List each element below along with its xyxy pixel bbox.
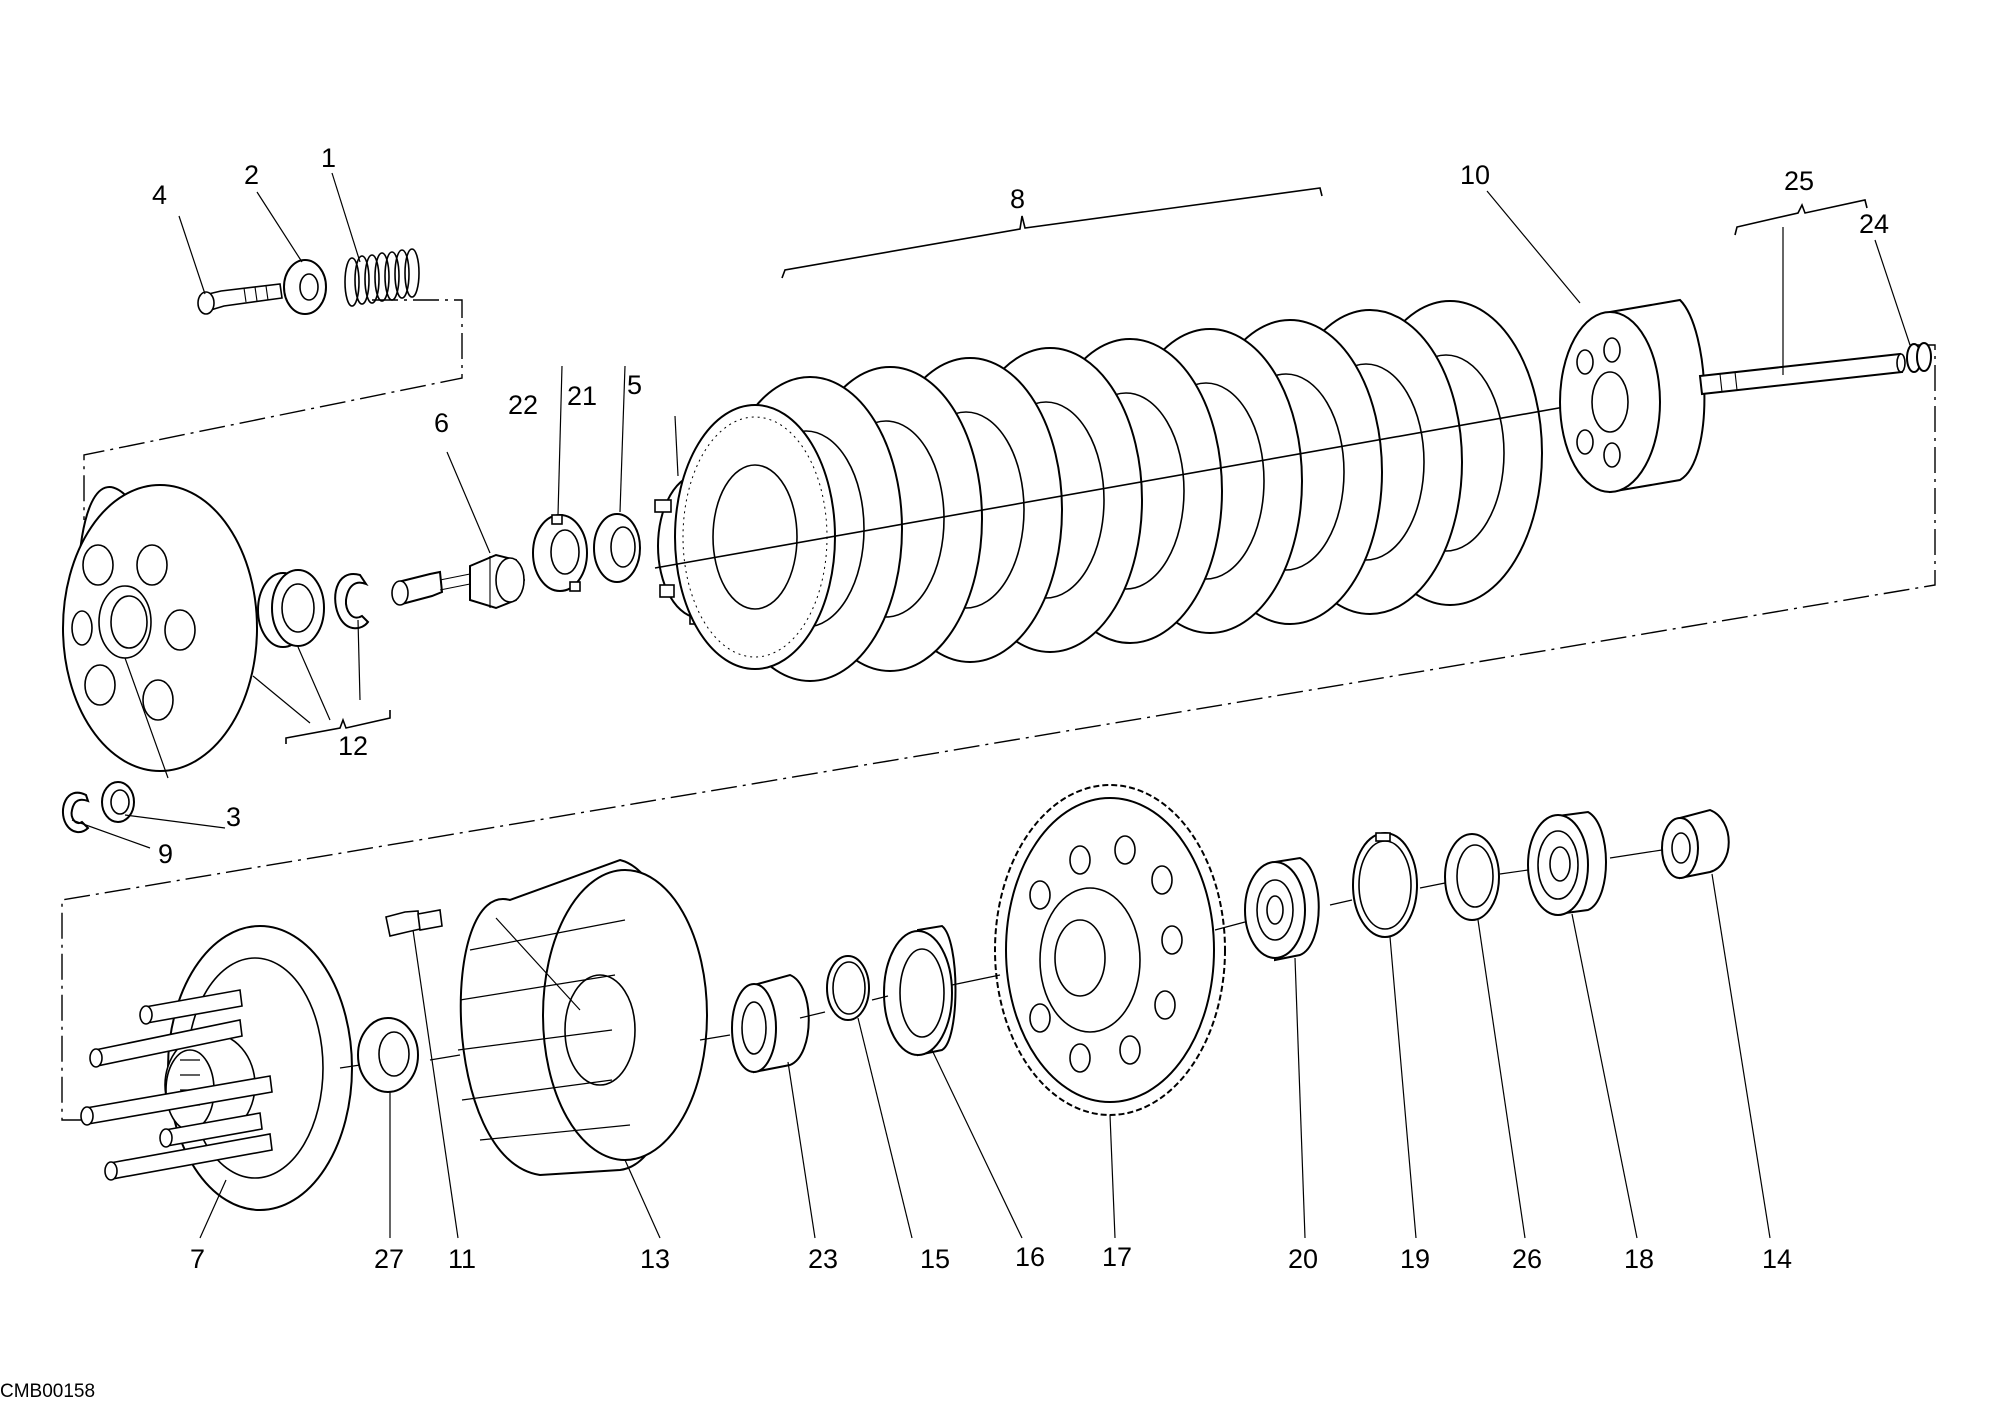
part-7-drum-hub[interactable] xyxy=(80,925,353,1211)
part-22-lock-washer[interactable] xyxy=(532,514,588,592)
part-20-bearing[interactable] xyxy=(1244,856,1320,962)
part-9-circlip[interactable] xyxy=(61,791,90,834)
cover-bearing[interactable] xyxy=(257,569,325,648)
cover-circlip[interactable] xyxy=(334,573,370,630)
callout-20: 20 xyxy=(1288,1244,1318,1274)
part-6-pushrod[interactable] xyxy=(391,553,526,610)
callout-14: 14 xyxy=(1762,1244,1792,1274)
callout-5: 5 xyxy=(627,370,642,400)
part-27-washer[interactable] xyxy=(357,1017,419,1093)
callout-25: 25 xyxy=(1784,166,1814,196)
bracket-12 xyxy=(285,710,391,744)
callout-12: 12 xyxy=(338,731,368,761)
callout-22: 22 xyxy=(508,390,538,420)
part-26-washer[interactable] xyxy=(1444,833,1500,921)
callout-19: 19 xyxy=(1400,1244,1430,1274)
callout-16: 16 xyxy=(1015,1242,1045,1272)
drawing-code: CMB00158 xyxy=(0,1381,95,1402)
part-2-washer[interactable] xyxy=(283,259,327,315)
callout-11: 11 xyxy=(448,1244,476,1274)
callout-21: 21 xyxy=(567,381,597,411)
callout-6: 6 xyxy=(434,408,449,438)
part-14-bushing[interactable] xyxy=(1661,808,1730,880)
lower-axis-segments xyxy=(339,849,1663,1069)
part-15-o-ring[interactable] xyxy=(826,955,870,1021)
callout-labels: 4 2 1 8 10 25 24 22 21 5 6 12 3 9 7 27 1… xyxy=(152,143,1889,1274)
callout-9: 9 xyxy=(158,839,173,869)
part-11-bolt[interactable] xyxy=(385,909,443,937)
clutch-cover-plate[interactable] xyxy=(62,484,258,772)
callout-18: 18 xyxy=(1624,1244,1654,1274)
callout-8: 8 xyxy=(1010,184,1025,214)
callout-3: 3 xyxy=(226,802,241,832)
callout-10: 10 xyxy=(1460,160,1490,190)
callout-1: 1 xyxy=(321,143,336,173)
part-10-clutch-hub[interactable] xyxy=(1559,298,1706,494)
part-8-clutch-plate-stack[interactable] xyxy=(654,300,1571,682)
part-21-washer[interactable] xyxy=(593,513,641,583)
callout-27: 27 xyxy=(374,1244,404,1274)
assembly-axis-lines xyxy=(61,299,1936,1121)
callout-15: 15 xyxy=(920,1244,950,1274)
callout-2: 2 xyxy=(244,160,259,190)
part-4-bolt[interactable] xyxy=(197,283,283,315)
callout-4: 4 xyxy=(152,180,167,210)
callout-17: 17 xyxy=(1102,1242,1132,1272)
callout-23: 23 xyxy=(808,1244,838,1274)
part-13-clutch-basket[interactable] xyxy=(457,858,708,1177)
part-1-spring[interactable] xyxy=(344,248,420,307)
bracket-25 xyxy=(1734,199,1868,236)
callout-7: 7 xyxy=(190,1244,205,1274)
part-16-spacer[interactable] xyxy=(883,924,957,1057)
callout-13: 13 xyxy=(640,1244,670,1274)
leader-lines xyxy=(71,172,1911,1239)
part-17-primary-gear[interactable] xyxy=(994,784,1226,1116)
part-3-washer[interactable] xyxy=(101,781,135,823)
part-24-circlips[interactable] xyxy=(1906,342,1932,373)
part-23-bushing[interactable] xyxy=(731,973,810,1074)
part-25-shaft[interactable] xyxy=(1698,352,1906,396)
part-18-bearing[interactable] xyxy=(1527,810,1607,916)
part-19-circlip[interactable] xyxy=(1352,832,1418,938)
callout-24: 24 xyxy=(1859,209,1889,239)
bracket-8 xyxy=(781,187,1323,279)
callout-26: 26 xyxy=(1512,1244,1542,1274)
